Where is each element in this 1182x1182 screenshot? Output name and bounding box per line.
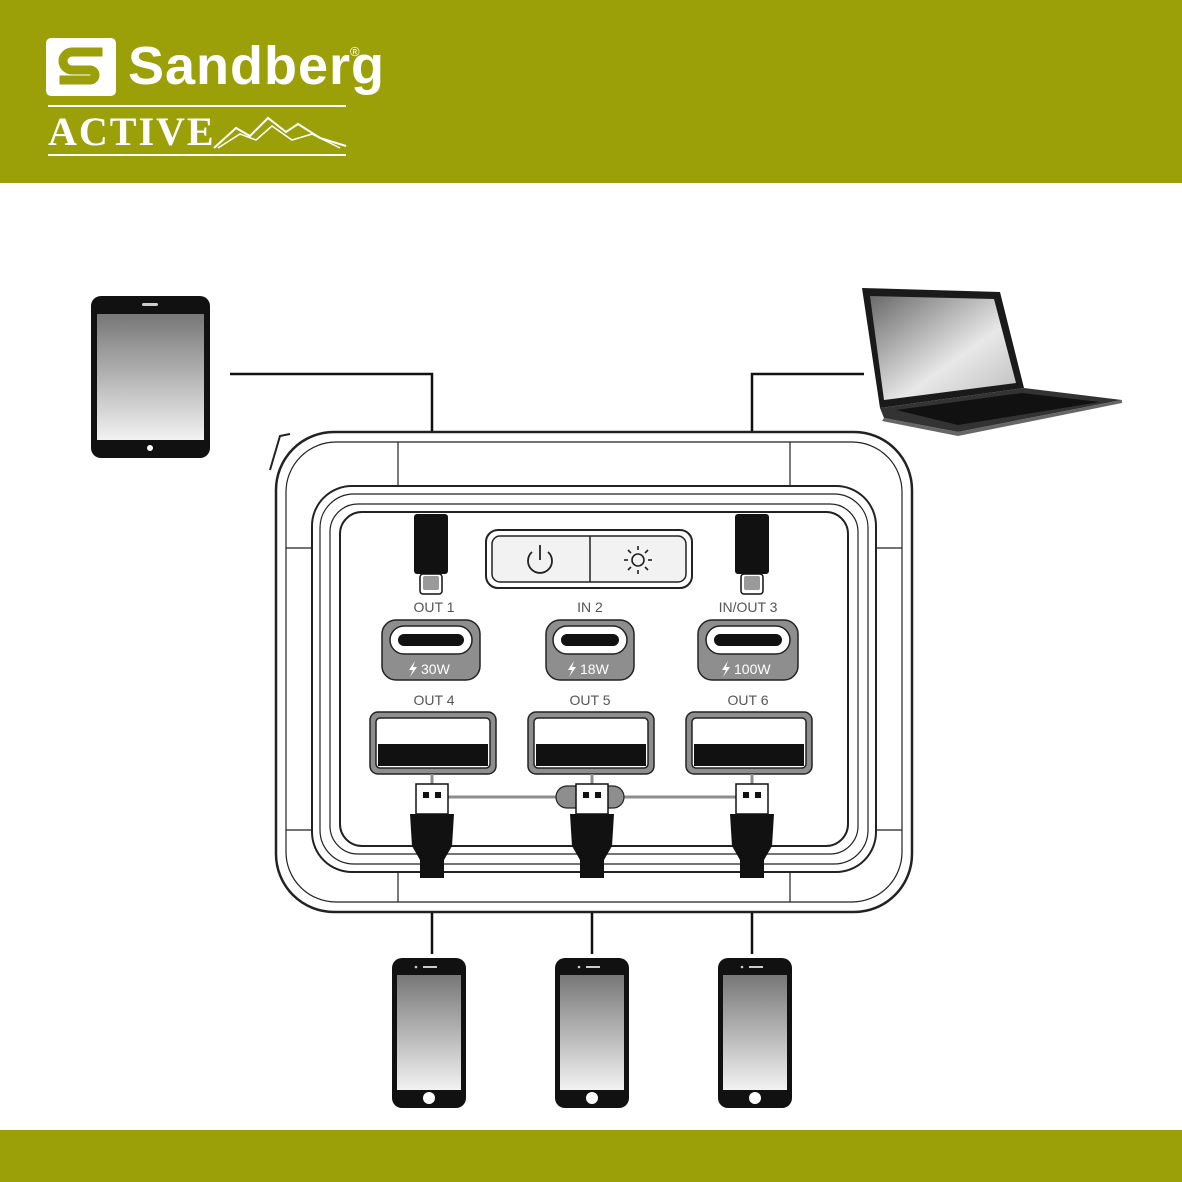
- smartphone-icon: [392, 958, 466, 1108]
- port-label-in2: IN 2: [577, 599, 603, 615]
- laptop-icon: [862, 288, 1122, 436]
- smartphone-icon: [555, 958, 629, 1108]
- usb-a-port-out5[interactable]: [528, 712, 654, 774]
- port-label-out6: OUT 6: [728, 692, 769, 708]
- power-button[interactable]: [492, 536, 590, 582]
- port-label-out5: OUT 5: [570, 692, 611, 708]
- usb-c-port-inout3[interactable]: 100W: [698, 620, 798, 680]
- port-label-inout3: IN/OUT 3: [719, 599, 778, 615]
- light-button[interactable]: [590, 536, 686, 582]
- port-power-in2: 18W: [580, 661, 610, 677]
- tablet-icon: [91, 296, 210, 458]
- usb-a-port-out6[interactable]: [686, 712, 812, 774]
- port-power-inout3: 100W: [734, 661, 771, 677]
- smartphone-icon: [718, 958, 792, 1108]
- port-label-out1: OUT 1: [414, 599, 455, 615]
- port-power-out1: 30W: [421, 661, 451, 677]
- port-label-out4: OUT 4: [414, 692, 455, 708]
- usb-a-port-out4[interactable]: [370, 712, 496, 774]
- usb-c-port-out1[interactable]: 30W: [382, 620, 480, 680]
- usb-c-port-in2[interactable]: 18W: [546, 620, 634, 680]
